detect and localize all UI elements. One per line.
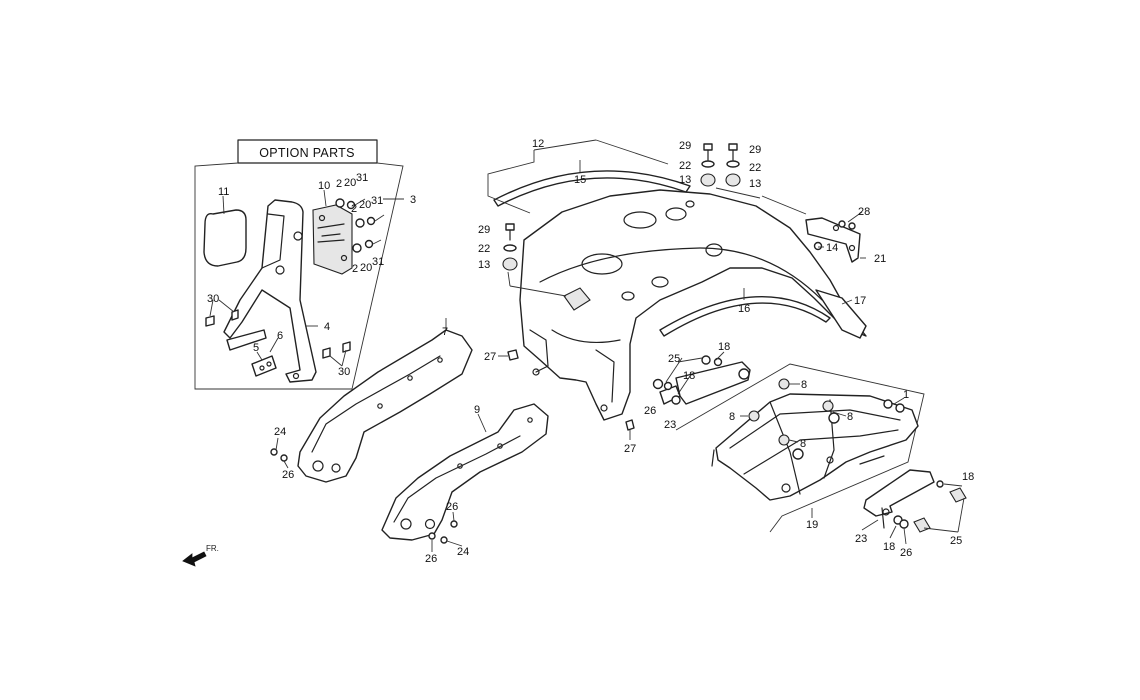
callout-15: 15 — [574, 174, 586, 186]
callout-30: 30 — [207, 293, 219, 305]
rail-hardware — [270, 437, 463, 552]
callout-23: 23 — [855, 533, 867, 545]
front-direction-arrow: FR. — [182, 544, 219, 567]
fender-bolts-27 — [498, 349, 635, 440]
option-parts-title: OPTION PARTS — [259, 146, 355, 160]
callout-13: 13 — [478, 259, 490, 271]
callout-21: 21 — [874, 253, 886, 265]
callout-24: 24 — [274, 426, 286, 438]
callout-7: 7 — [442, 326, 448, 338]
callout-1: 1 — [903, 389, 909, 401]
callout-24: 24 — [457, 546, 469, 558]
callout-22: 22 — [478, 243, 490, 255]
callout-4: 4 — [324, 321, 330, 333]
callout-numbers: 3 4 5 6 10 11 2 20 31 2 20 31 2 20 31 30… — [207, 138, 974, 565]
callout-13: 13 — [749, 178, 761, 190]
callout-12: 12 — [532, 138, 544, 150]
callout-23: 23 — [664, 419, 676, 431]
callout-31: 31 — [356, 172, 368, 184]
callout-8: 8 — [801, 379, 807, 391]
backrest-plate — [312, 204, 353, 275]
sissy-bar-frame — [223, 199, 317, 383]
callout-8: 8 — [729, 411, 735, 423]
callout-26: 26 — [446, 501, 458, 513]
callout-18: 18 — [962, 471, 974, 483]
option-leaders — [209, 189, 404, 367]
callout-10: 10 — [318, 180, 330, 192]
option-parts-boundary — [194, 162, 404, 390]
callout-28: 28 — [858, 206, 870, 218]
callout-11: 11 — [218, 186, 229, 198]
callout-31: 31 — [372, 256, 384, 268]
fender-bracket — [805, 217, 861, 263]
callout-17: 17 — [854, 295, 866, 307]
callout-26: 26 — [282, 469, 294, 481]
callout-29: 29 — [478, 224, 490, 236]
left-side-rail — [297, 318, 473, 483]
callout-3: 3 — [410, 194, 416, 206]
callout-14: 14 — [826, 242, 838, 254]
callout-27: 27 — [484, 351, 496, 363]
callout-2: 2 — [336, 178, 342, 190]
callout-26: 26 — [900, 547, 912, 559]
callout-2: 2 — [352, 263, 358, 275]
callout-20: 20 — [360, 262, 372, 274]
option-bolts-30 — [205, 309, 351, 359]
callout-6: 6 — [277, 330, 283, 342]
callout-26: 26 — [644, 405, 656, 417]
callout-9: 9 — [474, 404, 480, 416]
carrier-nuts-8 — [740, 378, 905, 446]
arrow-icon — [182, 551, 207, 567]
callout-25: 25 — [950, 535, 962, 547]
carrier-frame — [711, 393, 919, 501]
callout-20: 20 — [359, 199, 371, 211]
fender-leaders — [487, 139, 866, 305]
callout-22: 22 — [679, 160, 691, 172]
callout-30: 30 — [338, 366, 350, 378]
fender-trim-strips — [493, 170, 831, 337]
callout-18: 18 — [683, 370, 695, 382]
option-parts-title-box — [237, 139, 378, 164]
callout-29: 29 — [679, 140, 691, 152]
fender-tail-piece — [815, 289, 867, 339]
lower-mount-arm — [811, 469, 967, 545]
option-parts-group: OPTION PARTS — [194, 139, 404, 390]
callout-25: 25 — [668, 353, 680, 365]
backrest-bolts — [335, 198, 385, 253]
callout-18: 18 — [883, 541, 895, 553]
lower-bracket — [226, 329, 277, 377]
callout-5: 5 — [253, 342, 259, 354]
callout-26: 26 — [425, 553, 437, 565]
callout-2: 2 — [351, 203, 357, 215]
callout-20: 20 — [344, 177, 356, 189]
callout-16: 16 — [738, 303, 750, 315]
right-side-rail — [381, 403, 549, 541]
carrier-hardware-top — [652, 351, 751, 405]
callout-29: 29 — [749, 144, 761, 156]
callout-13: 13 — [679, 174, 691, 186]
callout-8: 8 — [847, 411, 853, 423]
callout-31: 31 — [371, 195, 383, 207]
callout-18: 18 — [718, 341, 730, 353]
backrest-pad — [203, 209, 247, 267]
callout-8: 8 — [800, 438, 806, 450]
callout-27: 27 — [624, 443, 636, 455]
fender-mount-hardware — [502, 143, 761, 297]
fr-label: FR. — [206, 544, 219, 553]
callout-22: 22 — [749, 162, 761, 174]
rear-fender — [519, 189, 867, 421]
callout-19: 19 — [806, 519, 818, 531]
